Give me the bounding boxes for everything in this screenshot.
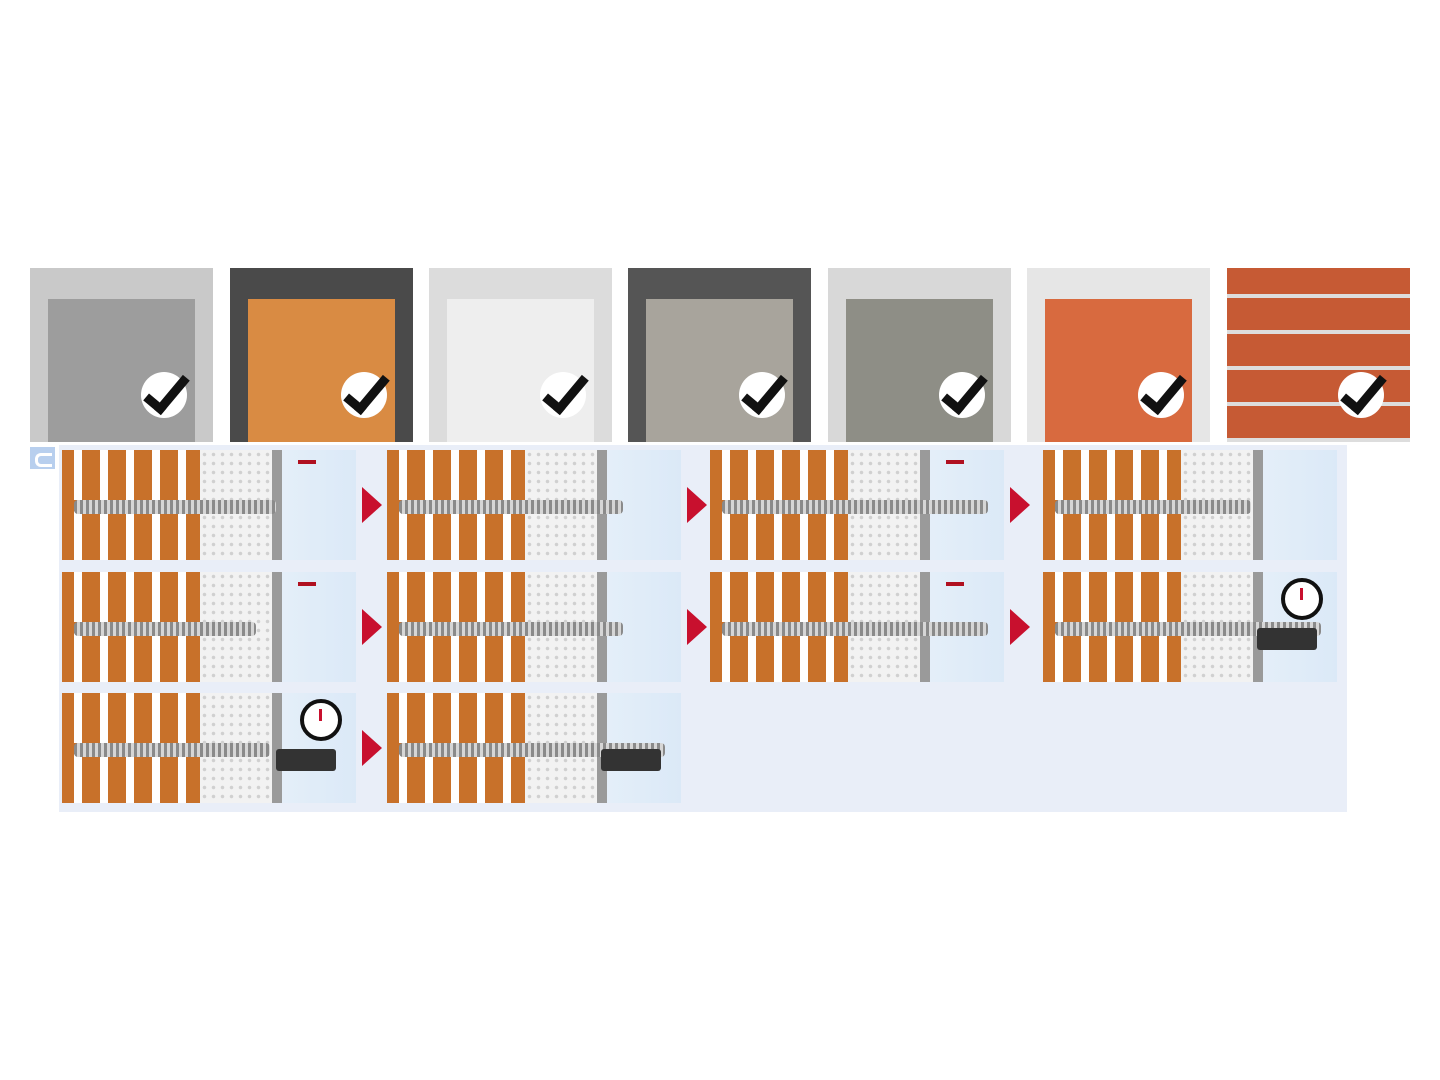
sleeve-icon [1257, 628, 1317, 650]
next-step-arrow-icon [1010, 609, 1030, 645]
sleeve-icon [276, 749, 336, 771]
cure-clock-icon [1055, 622, 1321, 636]
material-tile-concrete [30, 268, 213, 442]
brush-icon [1055, 500, 1251, 514]
checkmark-icon [341, 372, 387, 418]
injection-icon [399, 622, 623, 636]
clock-icon [300, 699, 342, 741]
next-step-arrow-icon [687, 609, 707, 645]
direction-arrow-icon [946, 460, 964, 464]
next-step-arrow-icon [1010, 487, 1030, 523]
tighten-icon [399, 743, 665, 757]
direction-arrow-icon [298, 460, 316, 464]
cure-clock-icon [74, 743, 270, 757]
installation-step-5 [62, 572, 356, 682]
checkmark-icon [141, 372, 187, 418]
next-step-arrow-icon [362, 730, 382, 766]
installation-step-4 [1043, 450, 1337, 560]
checkmark-icon [739, 372, 785, 418]
next-step-arrow-icon [687, 487, 707, 523]
checkmark-icon [540, 372, 586, 418]
plaster-layer [272, 693, 282, 803]
material-block [1227, 268, 1410, 442]
material-tile-perforated-sand-lime-brick [429, 268, 612, 442]
installation-step-10 [387, 693, 681, 803]
rotate-icon [722, 622, 988, 636]
plaster-layer [272, 450, 282, 560]
installation-steps-panel [59, 445, 1347, 812]
installation-step-2 [387, 450, 681, 560]
sleeve-icon [74, 622, 256, 636]
installation-tool-icon [30, 447, 55, 469]
material-tile-lightweight-concrete-solid-block [628, 268, 811, 442]
checkmark-icon [1138, 372, 1184, 418]
material-tile-vertically-perforated-clay-brick [230, 268, 413, 442]
drill-icon [74, 500, 276, 514]
material-tile-brick-masonry [1227, 268, 1410, 442]
installation-step-3 [710, 450, 1004, 560]
installation-step-9 [62, 693, 356, 803]
installation-step-6 [387, 572, 681, 682]
plaster-layer [1253, 450, 1263, 560]
installation-step-1 [62, 450, 356, 560]
drill-icon [722, 500, 988, 514]
installation-step-8 [1043, 572, 1337, 682]
sleeve-icon [601, 749, 661, 771]
direction-arrow-icon [946, 582, 964, 586]
material-tile-solid-clay-brick [1027, 268, 1210, 442]
checkmark-icon [1338, 372, 1384, 418]
material-tile-lightweight-concrete-hollow-block [828, 268, 1011, 442]
plaster-layer [272, 572, 282, 682]
installation-step-7 [710, 572, 1004, 682]
next-step-arrow-icon [362, 487, 382, 523]
next-step-arrow-icon [362, 609, 382, 645]
direction-arrow-icon [298, 582, 316, 586]
clock-icon [1281, 578, 1323, 620]
checkmark-icon [939, 372, 985, 418]
measure-icon [399, 500, 623, 514]
